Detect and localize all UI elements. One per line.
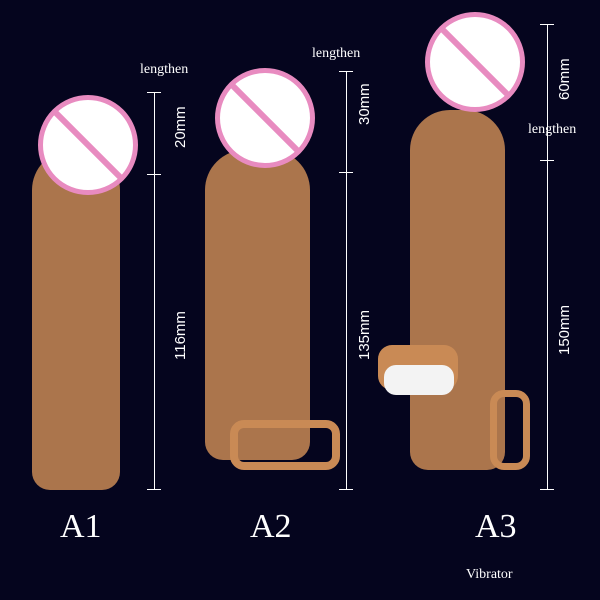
- product-a1-shape: [32, 150, 120, 490]
- prohibited-sign-icon: [425, 12, 525, 112]
- a3-body-dimension: 150mm: [556, 304, 573, 355]
- a3-lengthen-label: lengthen: [528, 122, 577, 137]
- a3-tick: [540, 160, 554, 161]
- a1-tip-dimension: 20mm: [172, 106, 189, 148]
- a1-label: A1: [60, 508, 102, 545]
- a3-vibrator-label: Vibrator: [466, 567, 513, 582]
- a2-body-dimension: 135mm: [356, 309, 373, 360]
- a2-dimension-line: [346, 71, 347, 489]
- a1-tick: [147, 174, 161, 175]
- a3-tip-dimension: 60mm: [556, 58, 573, 100]
- a2-label: A2: [250, 508, 292, 545]
- prohibited-sign-icon: [38, 95, 138, 195]
- a2-tick: [339, 71, 353, 72]
- a2-ring: [230, 420, 340, 470]
- a1-dimension-line: [154, 92, 155, 490]
- a1-tick: [147, 489, 161, 490]
- a3-ring: [490, 390, 530, 470]
- product-a3-shape: [410, 110, 505, 470]
- a2-lengthen-label: lengthen: [312, 46, 361, 61]
- a1-body-dimension: 116mm: [172, 311, 189, 360]
- a3-label: A3: [475, 508, 517, 545]
- a1-tick: [147, 92, 161, 93]
- a2-tip-dimension: 30mm: [356, 83, 373, 125]
- prohibited-sign-icon: [215, 68, 315, 168]
- a3-tick: [540, 24, 554, 25]
- a2-tick: [339, 489, 353, 490]
- a3-vibrator-bullet: [384, 365, 454, 395]
- a3-dimension-line: [547, 24, 548, 490]
- product-a2-shape: [205, 150, 310, 460]
- a3-tick: [540, 489, 554, 490]
- a1-lengthen-label: lengthen: [140, 62, 189, 77]
- a2-tick: [339, 172, 353, 173]
